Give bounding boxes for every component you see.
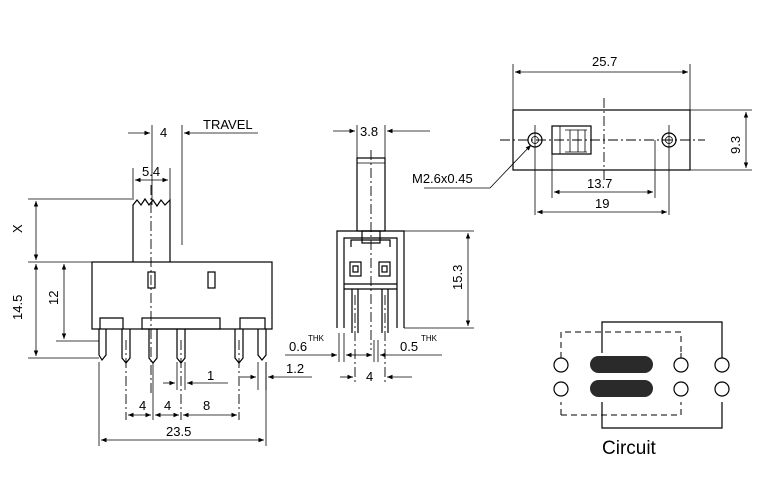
front-view: 4 TRAVEL 5.4 X 14.5 12 1 1.2 <box>10 117 312 446</box>
terminal-circle <box>714 357 730 373</box>
thk-0-5-suffix: THK <box>421 334 438 343</box>
top-view: 25.7 9.3 13.7 19 M2.6x0.45 <box>412 54 752 215</box>
contact-bar-bottom <box>590 380 653 397</box>
height-14-5-dimension: 14.5 <box>10 295 25 320</box>
circuit-diagram: Circuit <box>553 321 730 459</box>
contact-bar-top <box>590 356 653 373</box>
pin-thickness-dimension: 1.2 <box>286 361 304 376</box>
hole-spacing-dimension: 19 <box>595 196 609 211</box>
pin-width-dimension: 1 <box>207 368 214 383</box>
actuator-thickness-dimension: 3.8 <box>360 124 378 139</box>
actuator-width-dimension: 5.4 <box>142 164 160 179</box>
x-dimension: X <box>10 224 25 233</box>
top-length-dimension: 25.7 <box>592 54 617 69</box>
terminal-circle <box>553 381 569 397</box>
terminal-circle <box>673 357 689 373</box>
circuit-label: Circuit <box>602 438 657 459</box>
pitch-4b-dimension: 4 <box>164 398 171 413</box>
travel-dimension: 4 <box>160 125 167 140</box>
thk-0-5-dimension: 0.5 <box>400 339 418 354</box>
terminal-circle <box>673 381 689 397</box>
side-pitch-dimension: 4 <box>366 369 373 384</box>
thk-0-6-dimension: 0.6 <box>289 339 307 354</box>
top-width-dimension: 9.3 <box>728 136 743 154</box>
side-height-dimension: 15.3 <box>450 265 465 290</box>
overall-length-dimension: 23.5 <box>166 424 191 439</box>
travel-label: TRAVEL <box>203 117 253 132</box>
terminal-circle <box>714 381 730 397</box>
pitch-4a-dimension: 4 <box>139 398 146 413</box>
height-12-dimension: 12 <box>46 291 61 305</box>
side-view: 3.8 15.3 0.6 THK 0.5 THK 4 <box>285 124 474 385</box>
thk-0-6-suffix: THK <box>308 334 325 343</box>
pitch-8-dimension: 8 <box>203 398 210 413</box>
slider-travel-dimension: 13.7 <box>587 176 612 191</box>
thread-callout: M2.6x0.45 <box>412 171 473 186</box>
terminal-circle <box>553 357 569 373</box>
